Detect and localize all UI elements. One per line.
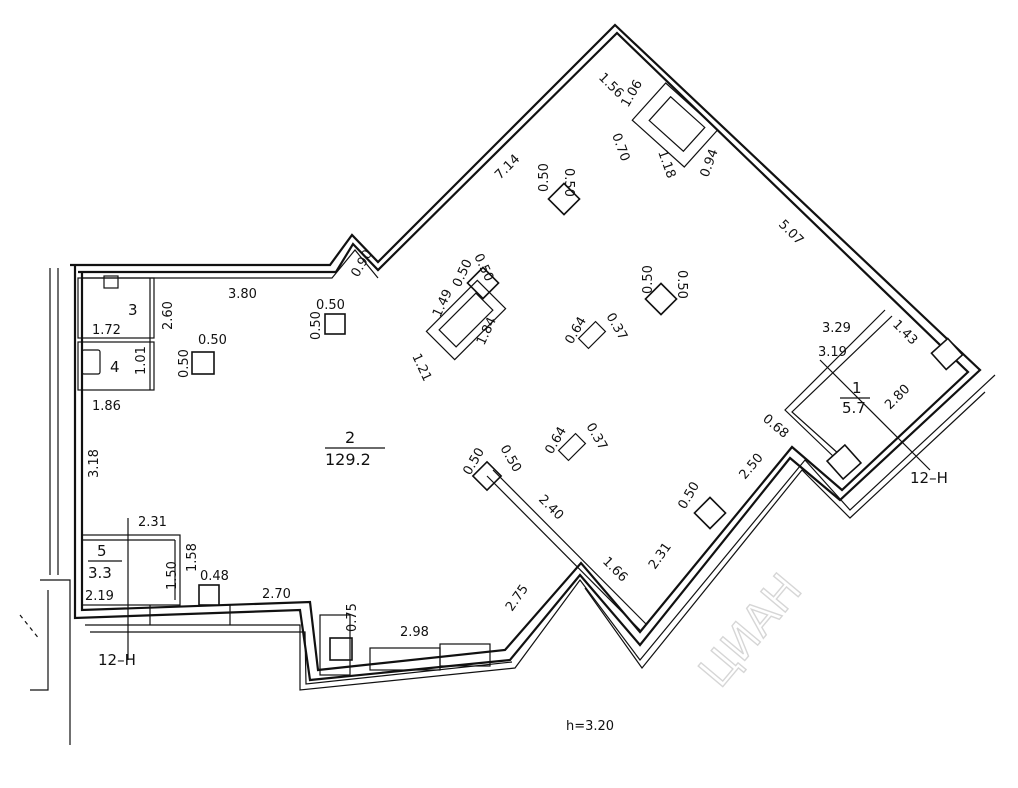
room-1-walls	[784, 309, 964, 481]
dim-label: 0.50	[561, 168, 576, 197]
columns	[191, 182, 727, 530]
dim-label: 7.14	[492, 152, 523, 183]
rooms-3-4-walls	[77, 275, 155, 391]
dim-label: 3.19	[818, 345, 847, 360]
section-marks	[127, 359, 931, 660]
room-1-number: 1	[852, 379, 862, 397]
dim-label: 1.58	[185, 543, 200, 572]
dim-label: 0.37	[583, 421, 610, 454]
dim-label: 2.75	[503, 582, 532, 614]
section-mark-right: 12–Н	[910, 469, 948, 487]
dim-label: 1.18	[654, 148, 678, 180]
dim-label: 1.84	[474, 315, 500, 348]
dim-label: 0.50	[641, 265, 656, 294]
dim-label: 2.70	[262, 587, 291, 602]
dim-label: 0.75	[345, 603, 360, 632]
section-mark-left: 12–Н	[98, 651, 136, 669]
dim-label: 2.40	[535, 492, 566, 523]
room-5-number: 5	[97, 542, 107, 560]
dim-label: 1.50	[165, 561, 180, 590]
dim-label: 3.80	[228, 287, 257, 302]
watermark: ЦИАН	[689, 564, 812, 697]
dim-label: 0.50	[674, 270, 689, 299]
room-1-area: 5.7	[842, 399, 866, 417]
room-5-area: 3.3	[88, 564, 112, 582]
dim-label: 3.29	[822, 321, 851, 336]
dim-label: 1.86	[92, 399, 121, 414]
dim-label: 2.31	[646, 540, 675, 572]
dim-label: 5.07	[775, 217, 806, 248]
dim-label: 0.50	[198, 333, 227, 348]
dim-label: 0.37	[603, 311, 630, 344]
dim-label: 0.94	[698, 147, 722, 179]
dim-label: 0.50	[497, 443, 524, 476]
dim-label: 0.68	[759, 412, 791, 442]
dim-label: 1.01	[134, 346, 149, 375]
dim-label: 1.49	[430, 287, 456, 320]
dim-label: 1.06	[618, 77, 645, 110]
bottom-wall-blocks	[319, 614, 491, 676]
dim-label: 1.72	[92, 323, 121, 338]
dim-label: 3.18	[87, 449, 102, 478]
dim-label: 1.66	[599, 554, 630, 585]
room-2-number: 2	[345, 428, 355, 447]
room-4-number: 4	[110, 358, 120, 376]
dim-label: 0.70	[608, 131, 632, 163]
dim-label: 0.50	[309, 311, 324, 340]
room-labels: 1 5.7 2 129.2 3 4 5 3.3	[88, 301, 870, 582]
outer-walls	[19, 23, 996, 745]
dim-label: 0.50	[177, 349, 192, 378]
dim-label: 2.98	[400, 625, 429, 640]
dim-label: 1.21	[408, 351, 434, 384]
dim-label: 2.50	[737, 451, 767, 483]
dim-label: 2.60	[161, 301, 176, 330]
dim-label: 2.31	[138, 515, 167, 530]
dim-label: 0.50	[537, 163, 552, 192]
shafts	[425, 82, 719, 462]
dim-label: 2.80	[882, 382, 913, 413]
dim-label: 0.50	[675, 479, 702, 512]
ceiling-height-label: h=3.20	[566, 719, 614, 734]
dim-label: 0.50	[316, 298, 345, 313]
dim-label: 0.48	[200, 569, 229, 584]
room-3-number: 3	[128, 301, 138, 319]
room-2-area: 129.2	[325, 450, 371, 469]
dim-label: 2.19	[85, 589, 114, 604]
dim-label: 0.64	[542, 424, 569, 457]
